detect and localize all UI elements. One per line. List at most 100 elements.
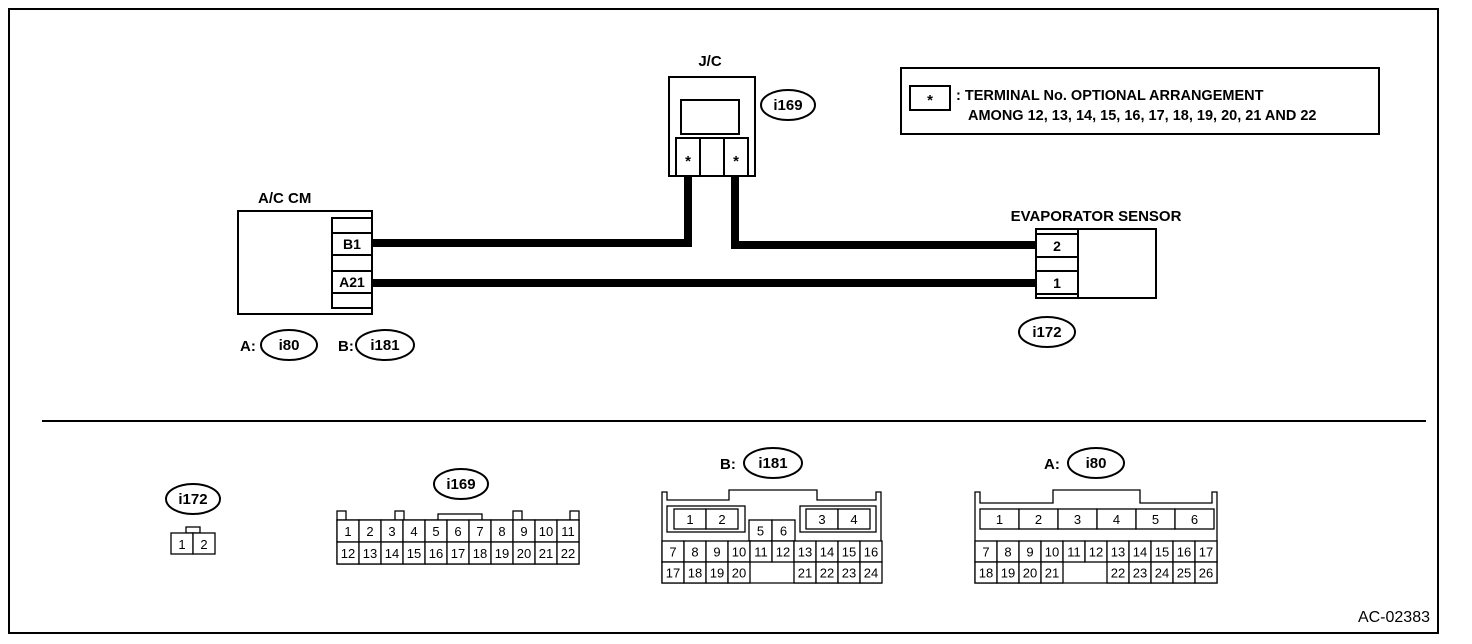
figure-id: AC-02383 [1358,609,1430,626]
i169-pin-number: 10 [539,524,553,539]
i169-pin-number: 17 [451,546,465,561]
i181-pin-number: 1 [686,512,693,527]
i181-pin-number: 15 [842,545,856,560]
jc-connector-id: i169 [773,97,802,114]
i181-pin-number: 24 [864,566,878,581]
i181-pin-number: 4 [850,512,857,527]
legend-symbol: * [927,92,933,109]
i181-pin-number: 12 [776,545,790,560]
jc-title: J/C [698,53,722,70]
i169-pin-cell [556,541,580,565]
i169-pin-number: 6 [454,524,461,539]
i80-prefix: A: [1044,456,1060,473]
evap-pin-1: 1 [1053,275,1061,291]
i169-pin-number: 18 [473,546,487,561]
legend: * : TERMINAL No. OPTIONAL ARRANGEMENT AM… [900,67,1380,135]
i80-pin-number: 7 [982,545,989,560]
i181-pin-number: 21 [798,566,812,581]
i181-pin-number: 17 [666,566,680,581]
evap-pin-2: 2 [1053,238,1061,254]
evaporator-sensor: EVAPORATOR SENSOR 2 1 i172 [1011,208,1182,348]
i181-oval [743,447,803,479]
ac-cm-pin-a21-cell [331,270,373,294]
ac-cm-pin-b1: B1 [343,236,361,252]
i169-pin-number: 7 [476,524,483,539]
i181-prefix: B: [720,456,736,473]
i169-pin-number: 22 [561,546,575,561]
wire-jc-to-evap-2 [731,176,1036,249]
i169-pin-number: 20 [517,546,531,561]
ac-cm-pin-a21: A21 [339,274,365,290]
i181-pin-number: 11 [754,545,768,560]
i181-pin-number: 16 [864,545,878,560]
legend-line-1: : TERMINAL No. OPTIONAL ARRANGEMENT [956,88,1264,104]
i80-pin-number: 2 [1035,512,1042,527]
i80-pin-number: 24 [1155,566,1169,581]
i80-pin-number: 8 [1004,545,1011,560]
i169-pin-number: 8 [498,524,505,539]
i169-pin-number: 3 [388,524,395,539]
i181-pin-cell [837,508,871,530]
i80-pin-number: 21 [1045,566,1059,581]
evap-pin-1-cell [1035,270,1079,295]
i80-pin-number: 25 [1177,566,1191,581]
i80-pin-number: 10 [1045,545,1059,560]
evap-connector-oval [1018,316,1076,348]
i169-pin-number: 11 [561,524,575,539]
legend-line-2: AMONG 12, 13, 14, 15, 16, 17, 18, 19, 20… [968,108,1316,124]
wire-b1-to-jc [372,176,692,247]
i80-pin-cell [1174,508,1215,530]
i169-pin-number: 5 [432,524,439,539]
i169-pin-number: 14 [385,546,399,561]
i181-pin-number: 7 [669,545,676,560]
i169-key [437,513,483,521]
i172-pin: 1 [178,537,185,552]
ac-cm-title: A/C CM [258,190,311,207]
i181-pin-number: 14 [820,545,834,560]
i80-pin-number: 13 [1111,545,1125,560]
i80-pin-number: 22 [1111,566,1125,581]
i80-pin-number: 5 [1152,512,1159,527]
i80-pin-number: 9 [1026,545,1033,560]
wires [372,176,1036,287]
legend-box [900,67,1380,135]
i80-pin-number: 3 [1074,512,1081,527]
i80-pin-number: 16 [1177,545,1191,560]
i169-tab [569,510,580,521]
i172-oval [165,483,221,515]
evap-connector-id: i172 [1032,324,1061,341]
i80-pin-number: 23 [1133,566,1147,581]
i181-pin-number: 13 [798,545,812,560]
i80-pin-number: 11 [1067,545,1081,560]
ac-cm-conn-a-id: i80 [279,337,300,354]
i80-pin-number: 26 [1199,566,1213,581]
i181-pin-cell [859,561,883,584]
i169-pin-number: 15 [407,546,421,561]
i80-pin-number: 4 [1113,512,1120,527]
i169-pin-number: 1 [344,524,351,539]
i181-pin-number: 8 [691,545,698,560]
i169-pin-number: 19 [495,546,509,561]
ac-cm-connector [331,217,373,309]
ac-control-module: A/C CM B1 A21 A: i80 B: i181 [237,190,415,361]
i169-pin-number: 12 [341,546,355,561]
i181-pin-cell [705,508,739,530]
i169-oval [433,468,489,500]
evap-title: EVAPORATOR SENSOR [1011,208,1182,225]
i80-pin-number: 12 [1089,545,1103,560]
i80-pin-cell [1194,561,1218,584]
jc-terminal-left: * [685,153,691,170]
i169-pin-number: 2 [366,524,373,539]
i80-pin-cell [1040,561,1064,584]
i181-pin-cell [727,561,751,584]
i181-pin-number: 23 [842,566,856,581]
jc-terminal-right: * [733,153,739,170]
i181-pin-number: 20 [732,566,746,581]
ac-cm-conn-b-prefix: B: [338,338,354,355]
i181-pin-number: 5 [757,524,764,539]
